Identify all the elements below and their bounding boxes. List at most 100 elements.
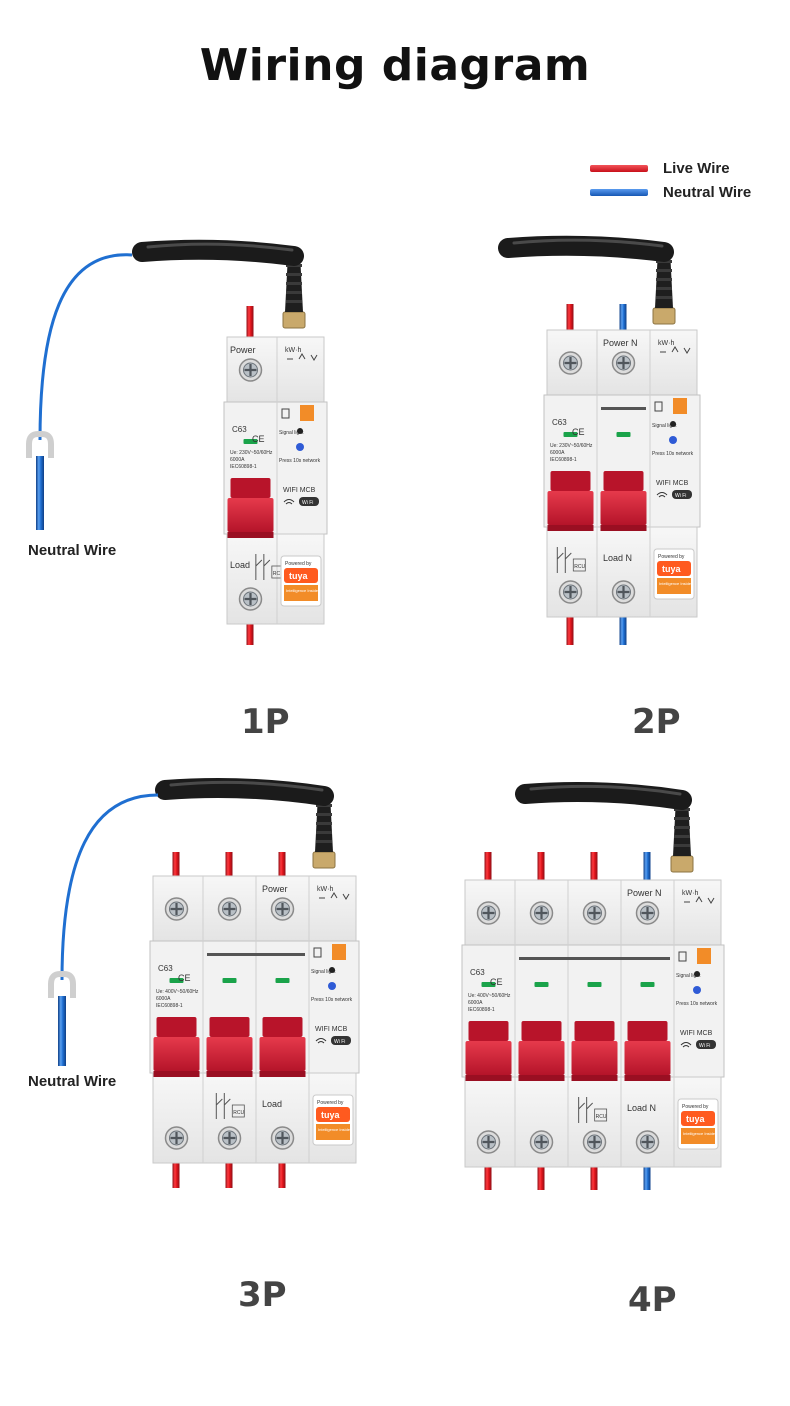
live-wire xyxy=(590,1165,598,1190)
press-network-label: Press 10s network xyxy=(676,1001,718,1007)
terminal-screw-bottom-cross xyxy=(588,1136,601,1148)
rating-label: C63 xyxy=(552,418,567,427)
status-indicator xyxy=(275,978,290,983)
antenna-2p-rib xyxy=(656,296,672,299)
live-wire xyxy=(566,612,574,645)
tuya-logo-text: tuya xyxy=(686,1114,706,1124)
live-wire xyxy=(537,1165,545,1190)
page-title: Wiring diagram xyxy=(199,40,591,91)
rating-label: C63 xyxy=(232,425,247,434)
terminal-screw-top-cross xyxy=(244,364,257,376)
handle-shadow xyxy=(600,525,647,531)
spec-line: Ue: 230V~50/60Hz xyxy=(230,450,273,456)
intelligence-bg xyxy=(681,1128,715,1144)
live-wire xyxy=(590,852,598,882)
status-indicator xyxy=(222,978,237,983)
terminal-screw-top-cross xyxy=(588,907,601,919)
live-wire xyxy=(484,852,492,882)
wifi-badge-label: Wi Fi xyxy=(699,1043,710,1049)
press-network-label: Press 10s network xyxy=(652,451,694,457)
lock-icon xyxy=(281,408,290,419)
status-indicator xyxy=(243,439,258,444)
handle-top xyxy=(262,1017,303,1037)
antenna-3p-rib xyxy=(316,831,332,834)
wifi-mcb-label: WIFI MCB xyxy=(680,1030,713,1037)
legend-neutral-wire-label: Neutral Wire xyxy=(663,183,752,201)
signal-light-label: Signal light xyxy=(676,973,701,979)
config-label-3p: 3P xyxy=(238,1275,287,1315)
antenna-2p-rib xyxy=(656,278,672,281)
antenna-2p-rib xyxy=(656,269,672,272)
rcu-box xyxy=(572,558,586,572)
intelligence-bg xyxy=(284,585,318,601)
spec-line: Ue: 230V~50/60Hz xyxy=(550,443,593,449)
kwh-buttons-icon xyxy=(660,346,691,354)
spec-line: IEC60898-1 xyxy=(156,1003,183,1009)
wifi-badge xyxy=(299,497,319,506)
handle-shadow xyxy=(624,1075,671,1081)
antenna-1p-connector xyxy=(282,311,306,329)
network-button xyxy=(296,443,304,451)
neutral-lead-3p-fork-terminal xyxy=(48,971,76,998)
antenna-2p-whip xyxy=(498,235,674,262)
live-wire xyxy=(172,852,180,880)
tuya-logo-text: tuya xyxy=(321,1110,341,1120)
rcu-label: RCU xyxy=(273,571,284,577)
spec-line: Ue: 400V~50/60Hz xyxy=(468,993,511,999)
load-label: Load N xyxy=(603,553,632,563)
neutral-lead-3p-sleeve xyxy=(58,996,66,1066)
kwh-label: kW·h xyxy=(682,890,698,897)
intelligence-bg xyxy=(657,578,691,594)
neutral-wire-label-1p: Neutral Wire xyxy=(28,542,117,559)
antenna-4p-rib xyxy=(674,817,690,820)
neutral-wire xyxy=(643,852,651,882)
circuit-schematic xyxy=(255,554,271,580)
neutral-wire xyxy=(619,612,627,645)
wifi-mcb-label: WIFI MCB xyxy=(315,1026,348,1033)
live-wire-swatch xyxy=(590,164,648,172)
rcu-box xyxy=(231,1104,245,1118)
antenna-1p-rib xyxy=(286,282,302,285)
antenna-4p-connector xyxy=(670,855,694,873)
antenna-1p-whip xyxy=(132,239,304,266)
wifi-badge-label: Wi Fi xyxy=(302,500,313,506)
kwh-label: kW·h xyxy=(317,886,333,893)
status-indicator xyxy=(534,982,549,987)
press-network-label: Press 10s network xyxy=(279,458,321,464)
handle-top xyxy=(230,478,271,498)
terminal-screw-bottom-cross xyxy=(535,1136,548,1148)
handle-top xyxy=(521,1021,562,1041)
breaker-handle xyxy=(153,1037,200,1071)
neutral-wire xyxy=(643,1165,651,1190)
load-label: Load N xyxy=(627,1103,656,1113)
neutral-lead-3p-lead xyxy=(60,793,159,981)
spec-line: 6000A xyxy=(156,996,171,1002)
terminal-screw-bottom-cross xyxy=(641,1136,654,1148)
handle-shadow xyxy=(518,1075,565,1081)
terminal-screw-top-cross xyxy=(170,903,183,915)
breaker-handle xyxy=(259,1037,306,1071)
neutral-lead-1p-fork-terminal xyxy=(26,431,54,458)
network-button xyxy=(328,982,336,990)
intelligence-label: Intelligence Inside xyxy=(286,588,319,593)
circuit-schematic xyxy=(556,547,572,573)
intelligence-bg xyxy=(316,1124,350,1140)
intelligence-label: Intelligence Inside xyxy=(318,1127,351,1132)
rcu-box xyxy=(594,1108,608,1122)
status-indicator xyxy=(481,982,496,987)
ce-mark: CE xyxy=(572,427,585,437)
breaker-handle xyxy=(465,1041,512,1075)
signal-led xyxy=(297,428,303,434)
live-wire xyxy=(172,1160,180,1188)
terminal-screw-bottom-cross xyxy=(564,586,577,598)
rcu-label: RCU xyxy=(596,1114,607,1120)
antenna-4p-highlight xyxy=(529,784,682,796)
live-wire xyxy=(246,618,254,645)
tuya-logo-bg xyxy=(316,1107,350,1122)
terminal-screw-top-cross xyxy=(564,357,577,369)
antenna-3p-rib xyxy=(316,822,332,825)
breaker-handle xyxy=(571,1041,618,1075)
handle-shadow xyxy=(227,532,274,538)
spec-line: 6000A xyxy=(230,457,245,463)
